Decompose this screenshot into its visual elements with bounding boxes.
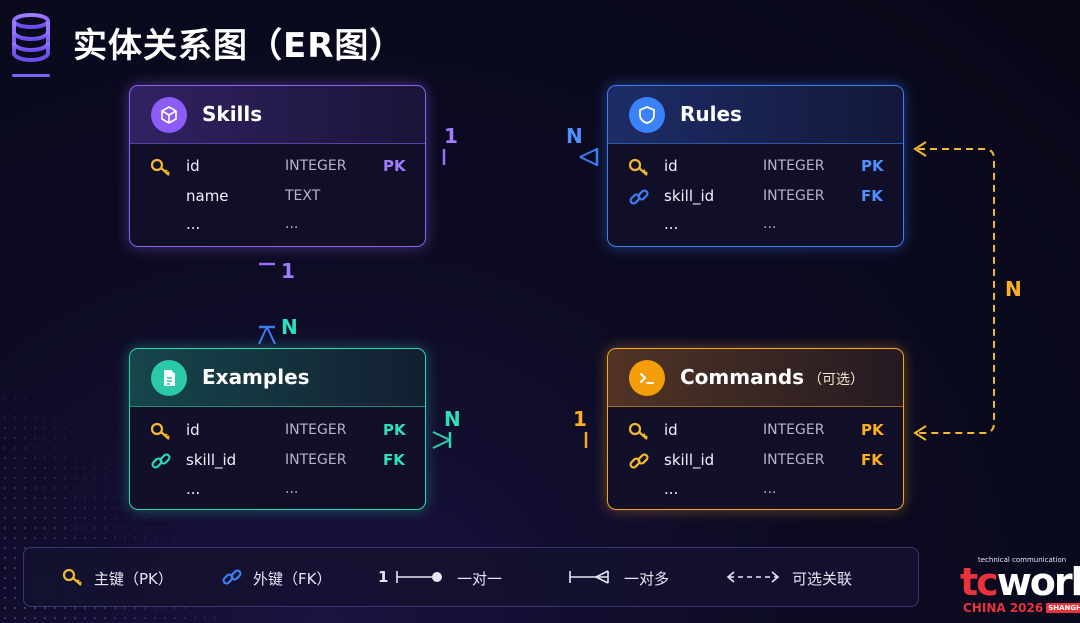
key-icon: [150, 158, 170, 176]
field-row: id INTEGER PK: [130, 419, 425, 443]
cube-icon: [151, 97, 187, 133]
document-icon: [151, 360, 187, 396]
tcworld-logo: technical communication tcworld CHINA 20…: [960, 556, 1080, 618]
cardinality-skills-rules-right: N: [566, 124, 583, 148]
legend-one-to-many: 一对多: [624, 570, 670, 588]
cardinality-rules-commands: N: [1005, 277, 1022, 301]
logo-tagline: technical communication: [978, 556, 1067, 564]
cardinality-examples-commands-left: N: [444, 407, 461, 431]
cardinality-skills-rules-left: 1: [444, 124, 458, 148]
relation-skills-examples: [258, 262, 276, 345]
entity-header: Commands（可选）: [608, 349, 903, 407]
legend-one-to-one: 一对一: [457, 570, 503, 588]
entity-examples[interactable]: Examples id INTEGER PK skill_id INTEGER …: [129, 348, 426, 510]
relation-skills-rules: [442, 148, 599, 166]
terminal-icon: [629, 360, 665, 396]
entity-name: Examples: [202, 365, 310, 389]
field-row: skill_id INTEGER FK: [130, 449, 425, 473]
legend-one-to-one-number: 1: [378, 568, 389, 586]
key-icon: [150, 422, 170, 440]
field-row: ... ...: [186, 215, 299, 233]
entity-name: Commands（可选）: [680, 365, 865, 389]
entity-header: Rules: [608, 86, 903, 144]
legend: 主键（PK） 外键（FK） 1 一对一 一对多 可选关联: [23, 547, 919, 607]
link-icon: [629, 189, 649, 205]
entity-skills[interactable]: Skills id INTEGER PK name TEXT ... ...: [129, 85, 426, 247]
logo-badge: SHANGHAI: [1046, 603, 1080, 613]
legend-pk: 主键（PK）: [94, 570, 173, 588]
logo-city: CHINA 2026SHANGHAI: [963, 601, 1080, 615]
legend-fk: 外键（FK）: [253, 570, 332, 588]
key-icon: [62, 568, 82, 586]
field-row: ... ...: [664, 215, 777, 233]
cardinality-skills-examples-top: 1: [281, 259, 295, 283]
field-row: skill_id INTEGER FK: [608, 449, 903, 473]
relation-rules-commands: [913, 141, 995, 441]
entity-rules[interactable]: Rules id INTEGER PK skill_id INTEGER FK …: [607, 85, 904, 247]
cardinality-examples-commands-right: 1: [573, 407, 587, 431]
logo-wordmark: tcworld: [960, 560, 1080, 604]
field-row: id INTEGER PK: [130, 155, 425, 179]
one-to-one-symbol: [396, 571, 442, 583]
link-icon: [151, 453, 171, 469]
key-icon: [628, 422, 648, 440]
field-row: id INTEGER PK: [608, 155, 903, 179]
entity-header: Examples: [130, 349, 425, 407]
entity-name: Skills: [202, 102, 263, 126]
field-row: name TEXT: [186, 187, 321, 205]
shield-icon: [629, 97, 665, 133]
link-icon: [222, 569, 242, 585]
title-underline: [12, 74, 50, 77]
entity-commands[interactable]: Commands（可选） id INTEGER PK skill_id INTE…: [607, 348, 904, 510]
relation-examples-commands: [432, 431, 588, 449]
database-icon: [12, 13, 50, 63]
cardinality-skills-examples-bottom: N: [281, 315, 298, 339]
legend-optional: 可选关联: [792, 570, 853, 588]
optional-symbol: [726, 571, 780, 583]
entity-subtitle: （可选）: [808, 372, 865, 388]
field-row: id INTEGER PK: [608, 419, 903, 443]
link-icon: [629, 453, 649, 469]
field-row: ... ...: [664, 480, 777, 498]
entity-header: Skills: [130, 86, 425, 144]
page-title: 实体关系图（ER图）: [73, 26, 405, 66]
entity-name: Rules: [680, 102, 742, 126]
field-row: skill_id INTEGER FK: [608, 185, 903, 209]
one-to-many-symbol: [569, 570, 609, 584]
key-icon: [628, 158, 648, 176]
field-row: ... ...: [186, 480, 299, 498]
